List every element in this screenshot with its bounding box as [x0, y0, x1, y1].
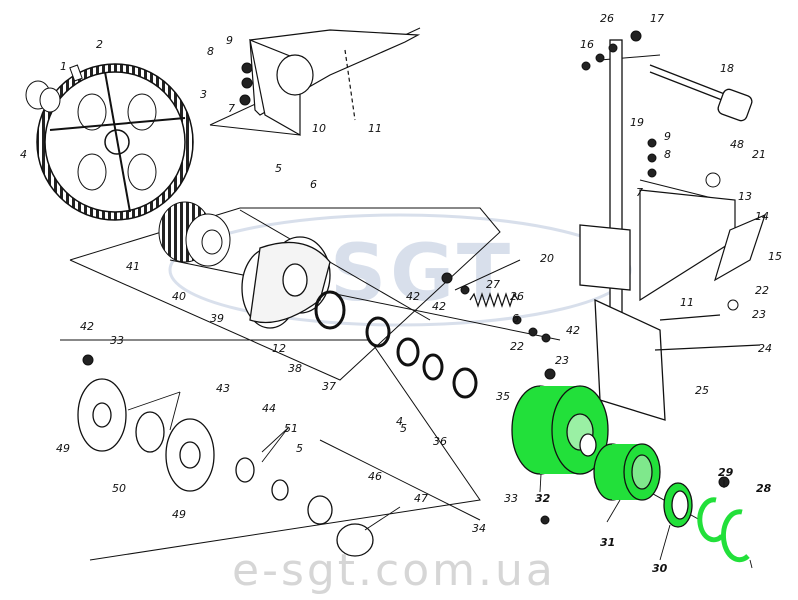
part-label-39: 39	[210, 312, 224, 325]
part-label-18: 18	[720, 62, 734, 75]
pinion-gear-part	[158, 201, 231, 267]
part-label-41: 41	[126, 260, 140, 273]
part-label-26: 26	[510, 290, 524, 303]
part-label-13: 13	[738, 190, 752, 203]
part-label-22: 22	[755, 284, 769, 297]
part-label-42: 42	[80, 320, 94, 333]
part-label-43: 43	[216, 382, 230, 395]
part-label-24: 24	[758, 342, 772, 355]
part-label-7: 7	[636, 186, 643, 199]
part-label-10: 10	[312, 122, 326, 135]
part-label-9: 9	[664, 130, 671, 143]
part-label-25: 25	[695, 384, 709, 397]
part-label-49: 49	[172, 508, 186, 521]
circlip-part-29	[697, 497, 724, 543]
part-label-6: 6	[512, 312, 519, 325]
part-label-17: 17	[650, 12, 664, 25]
bearing-part-30	[663, 482, 693, 528]
part-label-3: 3	[200, 88, 207, 101]
bushing-part-31	[593, 443, 661, 501]
part-label-28: 28	[756, 482, 772, 495]
part-label-12: 12	[272, 342, 286, 355]
part-label-42: 42	[432, 300, 446, 313]
part-label-48: 48	[730, 138, 744, 151]
part-label-51: 51	[284, 422, 298, 435]
part-label-4: 4	[20, 148, 27, 161]
part-label-11: 11	[680, 296, 694, 309]
part-label-5: 5	[275, 162, 282, 175]
watermark-logo: SGT	[168, 213, 632, 327]
footer-watermark: e-sgt.com.ua	[232, 545, 556, 596]
part-label-26: 26	[600, 12, 614, 25]
fastener-set	[82, 30, 739, 525]
part-label-8: 8	[664, 148, 671, 161]
handle-rod-part	[649, 64, 753, 122]
part-label-4: 4	[396, 415, 403, 428]
leader-lines	[127, 391, 753, 569]
part-label-16: 16	[580, 38, 594, 51]
part-label-44: 44	[262, 402, 276, 415]
part-label-5: 5	[296, 442, 303, 455]
bracket-plate-part	[249, 29, 421, 137]
part-label-30: 30	[652, 562, 668, 575]
part-label-32: 32	[535, 492, 551, 505]
clutch-drum-part	[241, 236, 331, 329]
part-label-29: 29	[718, 466, 734, 479]
part-label-37: 37	[322, 380, 336, 393]
circlip-part-28	[720, 509, 750, 563]
part-label-14: 14	[755, 210, 769, 223]
part-label-2: 2	[96, 38, 103, 51]
part-label-27: 27	[486, 278, 500, 291]
part-label-23: 23	[555, 354, 569, 367]
part-label-8: 8	[207, 45, 214, 58]
part-label-22: 22	[510, 340, 524, 353]
part-label-31: 31	[600, 536, 615, 549]
part-label-50: 50	[112, 482, 126, 495]
highlighted-parts	[511, 385, 750, 563]
side-bracket-part	[639, 189, 766, 302]
part-label-21: 21	[752, 148, 766, 161]
part-label-35: 35	[496, 390, 510, 403]
part-label-5: 5	[400, 422, 407, 435]
part-label-6: 6	[310, 178, 317, 191]
hub-nut-part	[25, 64, 83, 113]
part-label-42: 42	[406, 290, 420, 303]
flange-assembly	[77, 378, 374, 557]
part-label-20: 20	[540, 252, 554, 265]
part-label-40: 40	[172, 290, 186, 303]
part-label-38: 38	[288, 362, 302, 375]
part-label-33: 33	[504, 492, 518, 505]
part-label-7: 7	[228, 102, 235, 115]
part-label-9: 9	[226, 34, 233, 47]
part-label-34: 34	[472, 522, 486, 535]
part-label-23: 23	[752, 308, 766, 321]
ring-washers	[314, 290, 478, 399]
part-label-1: 1	[60, 60, 67, 73]
large-gear-part	[36, 63, 194, 221]
part-label-33: 33	[110, 334, 124, 347]
part-label-36: 36	[433, 435, 447, 448]
part-label-42: 42	[566, 324, 580, 337]
part-label-47: 47	[414, 492, 428, 505]
part-label-46: 46	[368, 470, 382, 483]
vertical-lever-part	[579, 39, 761, 421]
pulley-part-32	[511, 385, 609, 475]
part-label-49: 49	[56, 442, 70, 455]
part-label-11: 11	[368, 122, 382, 135]
part-label-15: 15	[768, 250, 782, 263]
spring-part	[469, 292, 519, 308]
watermark-logo-text: SGT	[330, 229, 514, 319]
part-label-19: 19	[630, 116, 644, 129]
